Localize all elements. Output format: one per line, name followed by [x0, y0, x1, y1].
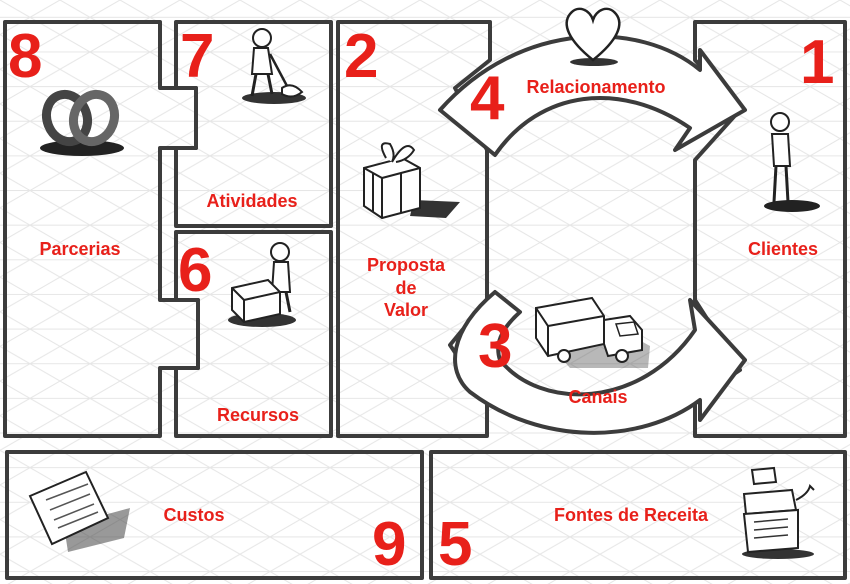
- value-label: Proposta de Valor: [346, 254, 466, 322]
- delivery-truck-icon: [535, 296, 650, 368]
- costs-label: Custos: [163, 505, 225, 525]
- receipt-paper-icon: [28, 470, 130, 552]
- partners-label: Parcerias: [39, 239, 121, 259]
- resources-number: 6: [178, 236, 213, 305]
- relationship-arrow: [438, 34, 747, 157]
- customers-number: 1: [800, 28, 835, 97]
- resources-block-outline: [174, 230, 333, 438]
- channels-label: Canais: [568, 387, 628, 407]
- revenue-label: Fontes de Receita: [553, 505, 709, 525]
- standing-person-icon: [764, 112, 820, 212]
- channels-arrow: [453, 290, 747, 435]
- costs-number: 9: [372, 510, 407, 579]
- activities-block-outline: [174, 20, 333, 228]
- heart-icon: [565, 7, 621, 66]
- resources-label: Recursos: [216, 405, 300, 425]
- gift-box-icon: [363, 142, 460, 220]
- activities-label: Atividades: [206, 191, 298, 211]
- partners-block-outline: [3, 20, 200, 438]
- person-digging-icon: [242, 28, 306, 104]
- value-label-line-2: de: [395, 277, 417, 298]
- channels-number: 3: [478, 312, 513, 381]
- value-label-line-3: Valor: [383, 300, 429, 320]
- linked-rings-icon: [40, 89, 124, 156]
- partners-number: 8: [8, 22, 43, 91]
- value-label-line-1: Proposta: [366, 255, 445, 275]
- cash-register-icon: [742, 466, 815, 559]
- activities-number: 7: [180, 22, 215, 91]
- value-number: 2: [344, 22, 379, 91]
- relationships-number: 4: [470, 64, 505, 133]
- person-with-crate-icon: [228, 242, 296, 327]
- relationships-label: Relacionamento: [526, 77, 666, 97]
- costs-block-outline: [5, 450, 424, 580]
- revenue-block-outline: [429, 450, 847, 580]
- customers-label: Clientes: [747, 239, 819, 259]
- revenue-number: 5: [438, 510, 473, 579]
